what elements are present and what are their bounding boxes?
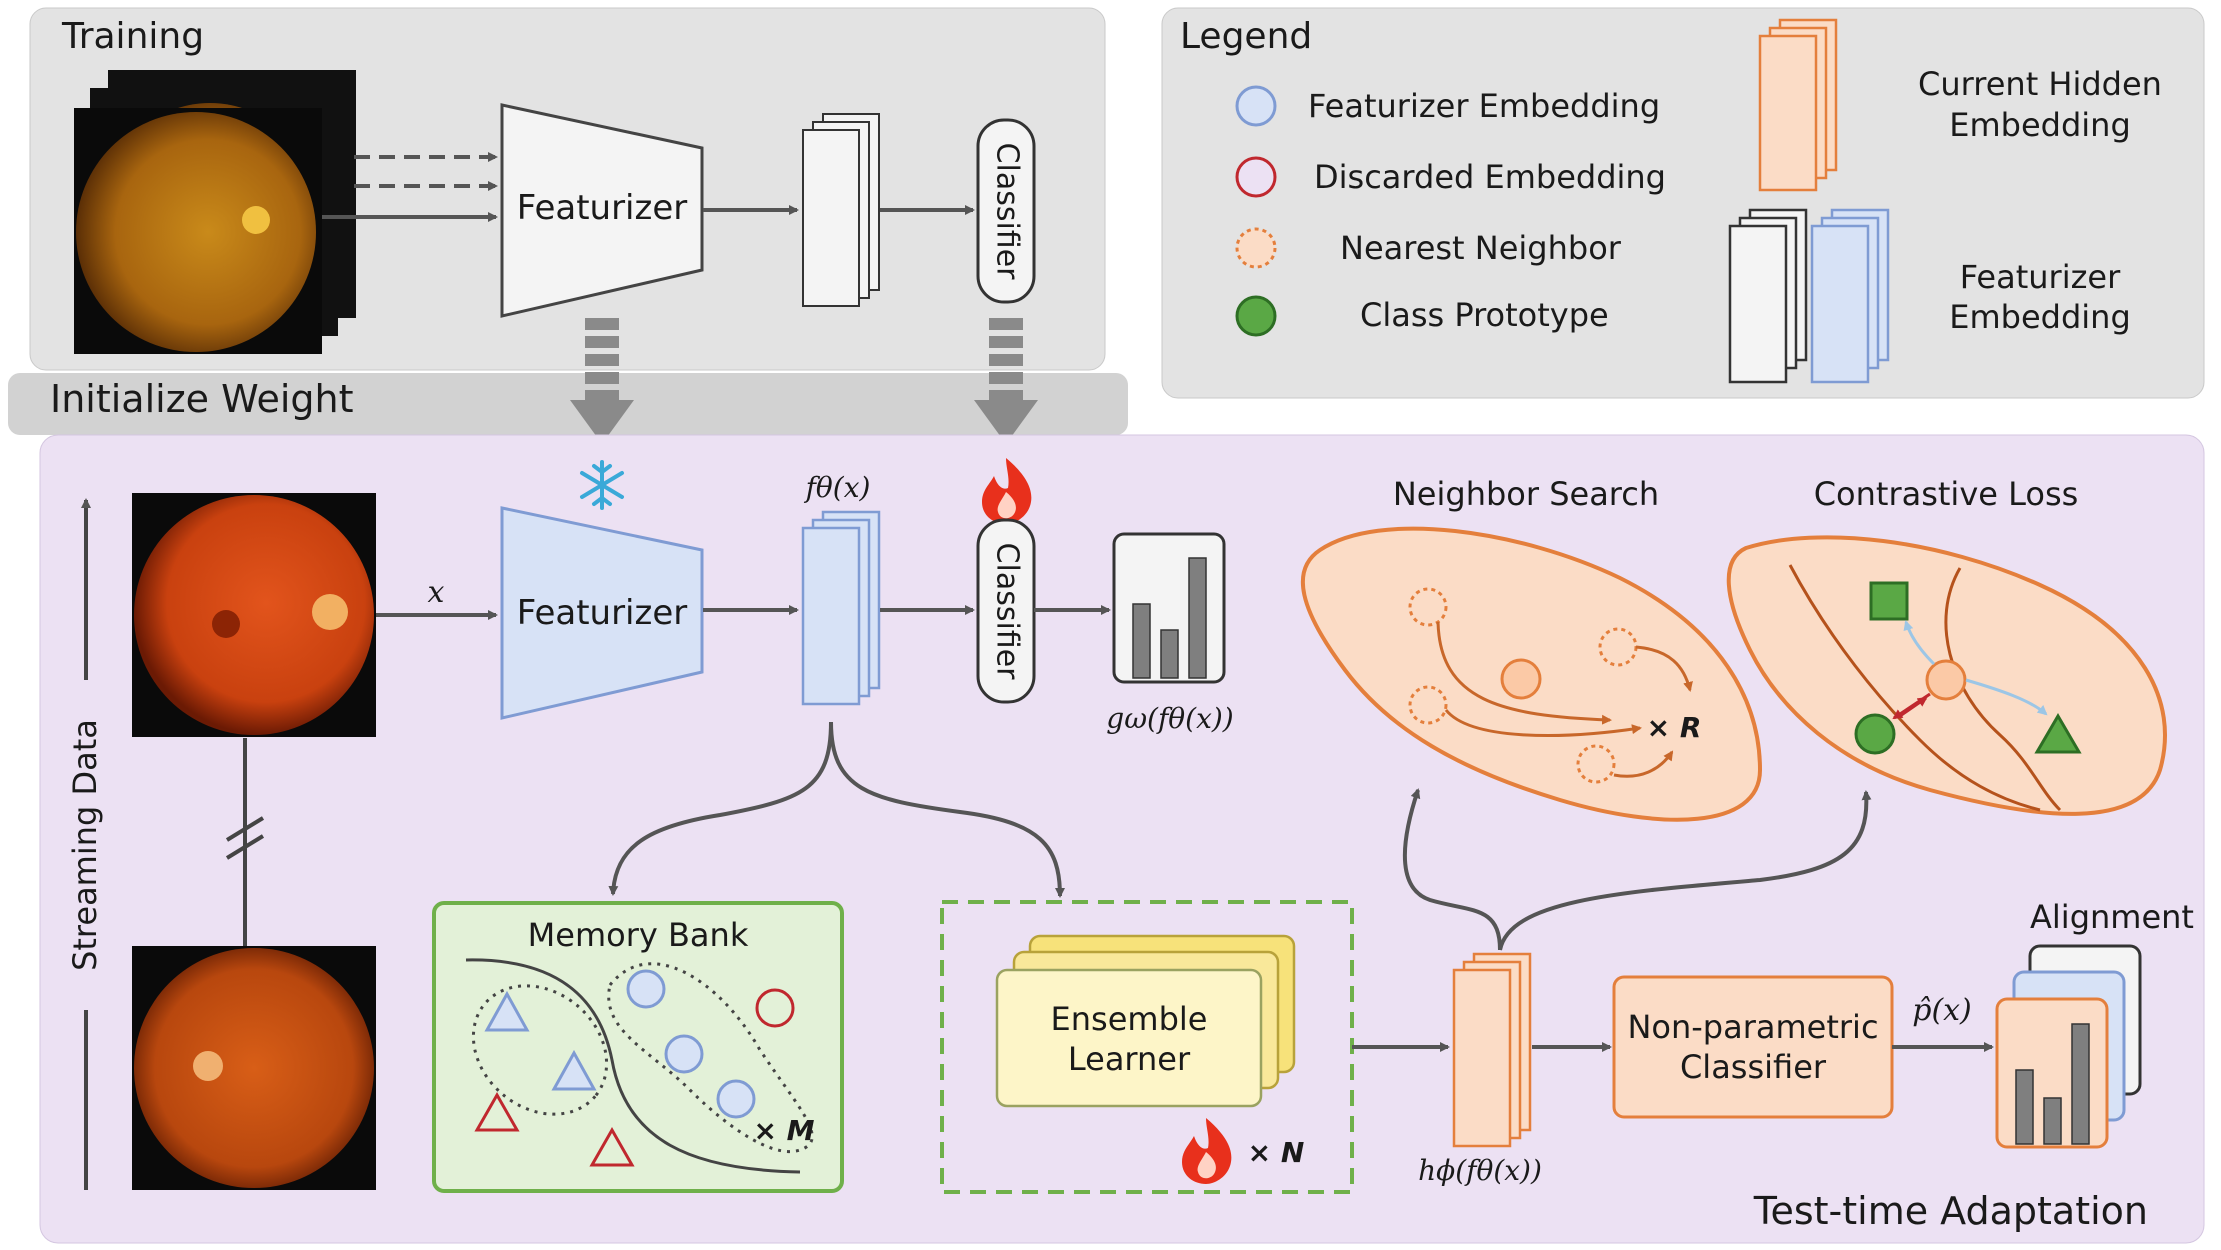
- training-panel: Training Initialize Weight Featurizer C: [8, 7, 1128, 444]
- tta-footer-title: Test-time Adaptation: [1753, 1189, 2148, 1233]
- current-hidden-label-1: Current Hidden: [1918, 65, 2162, 103]
- neighbor-search-title: Neighbor Search: [1393, 475, 1659, 513]
- memory-triangle-blue: [484, 990, 530, 1032]
- ensemble-learner-box: Ensemble Learner × N: [940, 900, 1354, 1194]
- memory-circle-blue: [716, 1079, 756, 1119]
- initialize-weight-label: Initialize Weight: [50, 377, 354, 421]
- featurizer-emb-label-1: Featurizer: [1960, 258, 2121, 296]
- memory-triangle-red: [474, 1091, 520, 1132]
- contrastive-loss-diagram: [1726, 535, 2167, 816]
- memory-bank-title: Memory Bank: [528, 916, 749, 954]
- x-label: x: [428, 575, 445, 610]
- contrastive-anchor: [1925, 659, 1967, 701]
- neighbor-node: [1408, 685, 1448, 725]
- streaming-data-label: Streaming Data: [66, 719, 104, 971]
- training-classifier: [976, 118, 1036, 304]
- training-featurizer: [500, 103, 704, 318]
- prototype-triangle: [2034, 713, 2082, 754]
- neighbor-center: [1500, 658, 1542, 700]
- flame-icon: [1182, 1118, 1232, 1184]
- memory-circle-red: [755, 988, 795, 1028]
- init-arrow-featurizer: [570, 318, 634, 444]
- nearest-neighbor-icon: [1235, 227, 1277, 269]
- neighbor-node: [1408, 587, 1448, 627]
- classifier-output-chart: [1112, 532, 1226, 684]
- legend-item-3: Class Prototype: [1360, 296, 1609, 334]
- ensemble-label-2: Learner: [1068, 1040, 1191, 1078]
- alignment-output-chart: [1995, 944, 2142, 1149]
- featurizer-stack-icon: [1728, 208, 1890, 384]
- training-classifier-label: Classifier: [990, 143, 1025, 281]
- prototype-circle: [1854, 713, 1896, 755]
- neighbor-multiplier: × R: [1647, 711, 1702, 744]
- tta-panel: Streaming Data x Featurizer fθ(x): [39, 434, 2205, 1244]
- memory-triangle-red: [589, 1126, 635, 1167]
- flame-icon: [982, 458, 1032, 524]
- nonparam-label-2: Classifier: [1680, 1048, 1827, 1086]
- hidden-embedding-stack: [1452, 952, 1532, 1148]
- h-phi-label: hϕ(fθ(x)): [1418, 1154, 1542, 1187]
- alignment-title: Alignment: [2030, 898, 2194, 936]
- neighbor-node: [1576, 744, 1616, 784]
- f-theta-label: fθ(x): [804, 471, 871, 504]
- current-hidden-stack-icon: [1758, 18, 1838, 192]
- non-parametric-classifier: [1612, 975, 1894, 1119]
- training-featurizer-label: Featurizer: [517, 188, 688, 228]
- ensemble-learner: [995, 968, 1263, 1108]
- legend-title: Legend: [1180, 16, 1312, 57]
- legend-item-1: Discarded Embedding: [1314, 158, 1666, 196]
- p-hat-label: p̂(x): [1912, 993, 1972, 1028]
- init-arrow-classifier: [974, 318, 1038, 444]
- g-omega-label: gω(fθ(x)): [1106, 702, 1233, 735]
- featurizer-emb-label-2: Embedding: [1949, 298, 2131, 336]
- training-image-stack: [74, 70, 356, 354]
- memory-triangle-blue: [551, 1049, 597, 1091]
- ensemble-label-1: Ensemble: [1051, 1000, 1208, 1038]
- contrastive-loss-title: Contrastive Loss: [1814, 475, 2079, 513]
- class-prototype-icon: [1235, 295, 1277, 337]
- prototype-square: [1869, 581, 1909, 621]
- memory-circle-blue: [664, 1034, 704, 1074]
- memory-multiplier: × M: [753, 1114, 814, 1147]
- tta-featurizer-label: Featurizer: [517, 593, 688, 633]
- legend-panel: Legend Featurizer Embedding Discarded Em…: [1161, 7, 2205, 399]
- memory-bank: Memory Bank × M: [432, 901, 844, 1193]
- tta-featurizer: [500, 506, 704, 720]
- featurizer-embedding-icon: [1235, 85, 1277, 127]
- legend-item-0: Featurizer Embedding: [1308, 87, 1660, 125]
- training-title: Training: [61, 16, 204, 57]
- training-embedding-stack: [802, 113, 880, 307]
- initialize-weight-tab: [8, 373, 1128, 435]
- legend-item-2: Nearest Neighbor: [1340, 229, 1622, 267]
- neighbor-node: [1598, 627, 1638, 667]
- nonparam-label-1: Non-parametric: [1627, 1008, 1878, 1046]
- current-hidden-label-2: Embedding: [1949, 106, 2131, 144]
- tta-classifier-label: Classifier: [990, 543, 1025, 681]
- discarded-embedding-icon: [1235, 156, 1277, 198]
- snowflake-icon: [580, 460, 624, 510]
- ensemble-multiplier: × N: [1248, 1136, 1305, 1169]
- neighbor-search-diagram: × R: [1300, 526, 1763, 822]
- memory-circle-blue: [626, 969, 666, 1009]
- feature-embedding-stack: [801, 510, 881, 706]
